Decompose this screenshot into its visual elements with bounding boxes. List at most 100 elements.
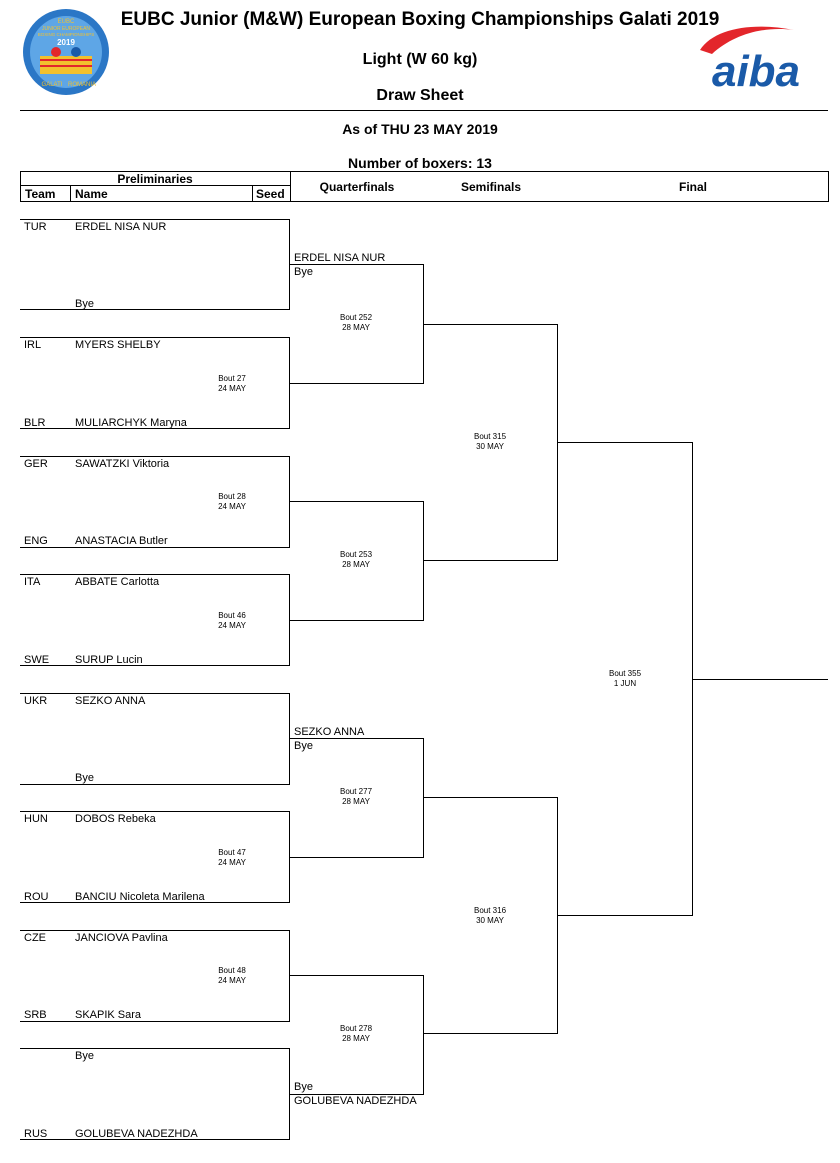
entry-team: RUS [24,1128,48,1140]
qf-advanced-name: SEZKO ANNA [294,726,365,738]
svg-text:BOXING CHAMPIONSHIPS: BOXING CHAMPIONSHIPS [38,32,95,37]
svg-text:JUNIOR EUROPEAN: JUNIOR EUROPEAN [42,26,90,32]
entry-team: UKR [24,695,48,707]
bracket-line [289,811,290,903]
bracket-line [20,309,290,310]
bracket-line [290,857,424,858]
bracket-line [20,1021,290,1022]
svg-text:2019: 2019 [57,38,75,47]
bracket-line [289,337,290,429]
weight-class: Light (W 60 kg) [362,51,478,68]
bracket-line [290,501,424,502]
champion-line [693,679,828,680]
bracket-line [289,1048,290,1140]
bracket-line [20,1139,290,1140]
entry-name: JANCIOVA Pavlina [75,932,168,944]
bracket-line [20,337,290,338]
bracket-line [424,797,558,798]
bracket-line [558,915,693,916]
as-of-date: As of THU 23 MAY 2019 [342,121,498,137]
col-preliminaries: Preliminaries [117,172,193,186]
col-team: Team [25,187,56,201]
qf-bye-note: Bye [294,266,313,278]
bracket-line [20,930,290,931]
header-divider-v [252,185,253,202]
bracket-line [423,501,424,621]
entry-name: Bye [75,298,94,310]
bracket-line [20,574,290,575]
bracket-line [557,797,558,1034]
bracket-line [423,264,424,384]
entry-team: ITA [24,576,41,588]
event-logo: EUBC JUNIOR EUROPEAN BOXING CHAMPIONSHIP… [23,9,109,95]
entry-name: ANASTACIA Butler [75,535,168,547]
svg-text:GALATI: GALATI [42,82,63,88]
header-divider-v [290,171,291,202]
aiba-logo: aiba [700,26,800,96]
entry-team: SRB [24,1009,47,1021]
header-divider-h [20,185,290,186]
qf-advanced-name: GOLUBEVA NADEZHDA [294,1095,417,1107]
entry-team: CZE [24,932,46,944]
bracket-line [289,219,290,310]
entry-name: Bye [75,772,94,784]
bracket-line [289,574,290,666]
bracket-line [20,784,290,785]
col-seed: Seed [256,187,285,201]
qf-bye-note: Bye [294,1081,313,1093]
entry-team: GER [24,458,48,470]
bracket-line [289,693,290,785]
entry-team: BLR [24,417,46,429]
bracket-line [289,930,290,1022]
entry-name: SAWATZKI Viktoria [75,458,170,470]
entry-team: ENG [24,535,48,547]
bracket-line [558,442,693,443]
bracket-line [20,547,290,548]
entry-name: GOLUBEVA NADEZHDA [75,1128,198,1140]
col-semifinals: Semifinals [460,180,522,194]
header-divider [20,110,828,111]
bracket-line [20,693,290,694]
entry-name: SKAPIK Sara [75,1009,142,1021]
entry-name: MULIARCHYK Maryna [75,417,187,429]
bracket-line [20,665,290,666]
sheet-type: Draw Sheet [376,87,464,104]
bracket-line [290,264,424,265]
svg-text:ROMANIA: ROMANIA [68,82,96,88]
bracket-line [20,219,290,220]
bracket-line [557,324,558,561]
entry-team: IRL [24,339,42,351]
bracket-line [289,456,290,548]
bracket-line [290,620,424,621]
bracket-line [424,560,558,561]
entry-name: Bye [75,1050,94,1062]
column-header [20,171,829,202]
entry-name: DOBOS Rebeka [75,813,156,825]
bracket-line [424,1033,558,1034]
entry-name: MYERS SHELBY [75,339,161,351]
bracket-line [290,975,424,976]
bracket-line [20,902,290,903]
entry-name: BANCIU Nicoleta Marilena [75,891,205,903]
col-name: Name [75,187,108,201]
entry-team: HUN [24,813,48,825]
bracket-line [423,738,424,858]
bracket-line [692,442,693,916]
col-final: Final [678,180,707,194]
bracket-line [423,975,424,1095]
col-quarterfinals: Quarterfinals [319,180,395,194]
svg-text:aiba: aiba [712,47,800,96]
header-divider-v [70,185,71,202]
bracket-line [424,324,558,325]
page-title: EUBC Junior (M&W) European Boxing Champi… [120,9,720,30]
